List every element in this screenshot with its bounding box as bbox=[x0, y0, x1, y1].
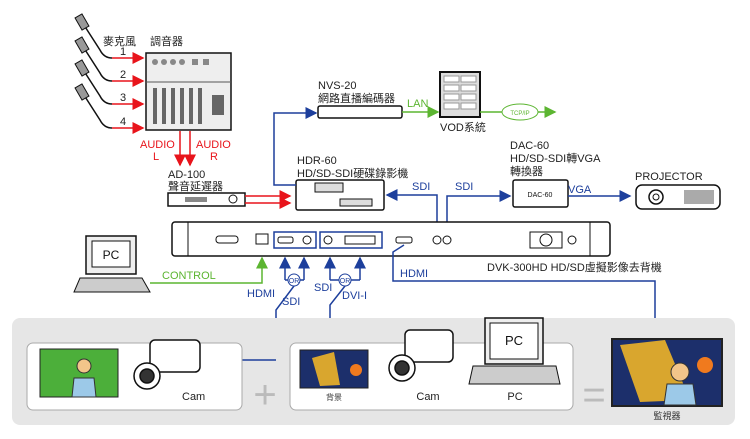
channel-2: 2 bbox=[120, 69, 126, 81]
audio-left-label: AUDIO bbox=[140, 139, 175, 151]
sdi-out-1-label: SDI bbox=[412, 181, 430, 193]
pc-left-label: PC bbox=[103, 248, 120, 262]
background-label: 背景 bbox=[326, 392, 342, 402]
audio-right-label: AUDIO bbox=[196, 139, 231, 151]
nvs20-model: NVS-20 bbox=[318, 80, 357, 92]
hdmi-in-label: HDMI bbox=[247, 288, 275, 300]
or-label-1: OR bbox=[289, 278, 300, 285]
or-label-2: OR bbox=[340, 278, 351, 285]
dac60-name2: 轉換器 bbox=[510, 165, 543, 178]
vod-label: VOD系統 bbox=[440, 120, 486, 134]
cloud-icon bbox=[501, 103, 539, 121]
dvk300hd-label: DVK-300HD HD/SD虛擬影像去背機 bbox=[487, 260, 662, 274]
camera-icon-1 bbox=[133, 339, 201, 390]
hdr60-model: HDR-60 bbox=[297, 155, 337, 167]
audio-right-channel: R bbox=[210, 151, 218, 163]
lan-label: LAN bbox=[407, 98, 428, 110]
nvs20-device bbox=[317, 105, 403, 119]
dvk300hd-device bbox=[171, 221, 611, 257]
vga-label: VGA bbox=[568, 184, 592, 196]
camera-icon-2 bbox=[388, 329, 454, 382]
dac60-model: DAC-60 bbox=[510, 140, 549, 152]
pc-label: PC bbox=[507, 391, 522, 403]
sdi-in-label-a: SDI bbox=[282, 296, 300, 308]
plus-sign: + bbox=[253, 373, 276, 417]
hdmi-out-label: HDMI bbox=[400, 268, 428, 280]
cam-1-label: Cam bbox=[182, 391, 205, 403]
sdi-out-2-label: SDI bbox=[455, 181, 473, 193]
dac60-device bbox=[512, 179, 569, 208]
control-label: CONTROL bbox=[162, 270, 216, 282]
pc-screen-label: PC bbox=[505, 333, 523, 348]
cam-2-label: Cam bbox=[416, 391, 439, 403]
channel-3: 3 bbox=[120, 92, 126, 104]
equals-sign: = bbox=[582, 373, 605, 417]
channel-1: 1 bbox=[120, 46, 126, 58]
or-icon-1 bbox=[287, 273, 301, 287]
ad100-name: 聲音延遲器 bbox=[168, 179, 223, 193]
sdi-in-label-b: SDI bbox=[314, 282, 332, 294]
dac60-name1: HD/SD-SDI轉VGA bbox=[510, 152, 601, 165]
or-icon-2 bbox=[338, 273, 352, 287]
microphones: 麥克風 1 2 3 4 bbox=[74, 13, 145, 134]
hdr60-name: HD/SD-SDI硬碟錄影機 bbox=[297, 166, 408, 180]
dvi-in-label: DVI-I bbox=[342, 290, 367, 302]
cloud-label: TCP/IP bbox=[510, 111, 529, 117]
mixer: 調音器 bbox=[145, 34, 232, 131]
pc-left-icon bbox=[73, 235, 151, 293]
channel-4: 4 bbox=[120, 116, 126, 128]
mixer-label: 調音器 bbox=[150, 34, 183, 48]
mic-label: 麥克風 bbox=[103, 35, 136, 48]
ad100-model: AD-100 bbox=[168, 169, 205, 181]
audio-left-channel: L bbox=[153, 151, 159, 163]
pc-icon bbox=[468, 317, 561, 385]
projector-label: PROJECTOR bbox=[635, 171, 703, 183]
nvs20-name: 網路直播編碼器 bbox=[318, 91, 395, 105]
dac60-device-label: DAC-60 bbox=[528, 192, 553, 199]
monitor-label: 監視器 bbox=[653, 410, 680, 421]
